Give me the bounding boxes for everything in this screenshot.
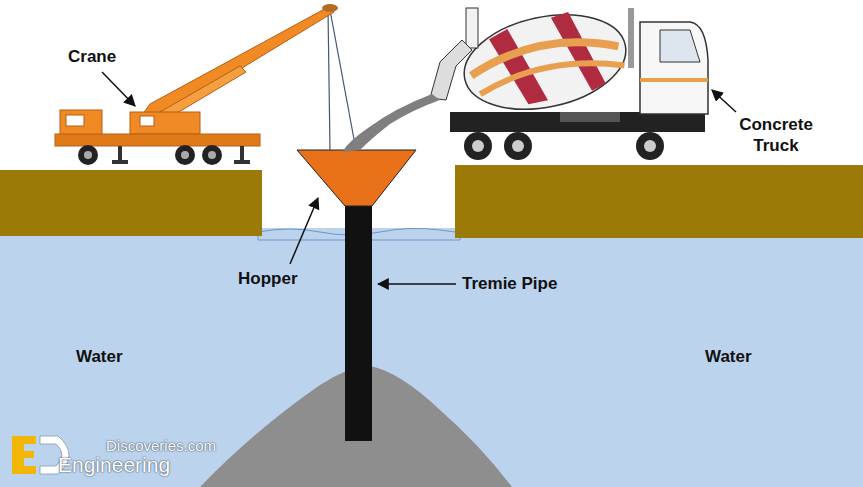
part-label: Hopper (238, 268, 298, 289)
crane-cable (328, 10, 330, 150)
ground-bank (455, 165, 863, 238)
region-label: Water (705, 346, 752, 367)
water-body (0, 228, 863, 487)
part-label: Crane (68, 46, 116, 67)
concrete-stream (342, 94, 440, 152)
part-label: Tremie Pipe (462, 273, 557, 294)
leader-arrow (378, 283, 456, 285)
leader-arrow (290, 198, 318, 264)
concrete-truck (430, 1, 708, 160)
leader-arrow (102, 72, 135, 106)
ground-bank (0, 170, 262, 236)
crane (55, 4, 338, 165)
hopper (297, 150, 416, 206)
watermark: Engineering (58, 452, 170, 478)
leader-arrow (712, 90, 736, 112)
tremie-pipe (345, 203, 372, 441)
part-label: Concrete Truck (732, 114, 820, 157)
watermark: Discoveries.com (106, 437, 216, 456)
region-label: Water (76, 346, 123, 367)
crane-cable (330, 10, 356, 150)
